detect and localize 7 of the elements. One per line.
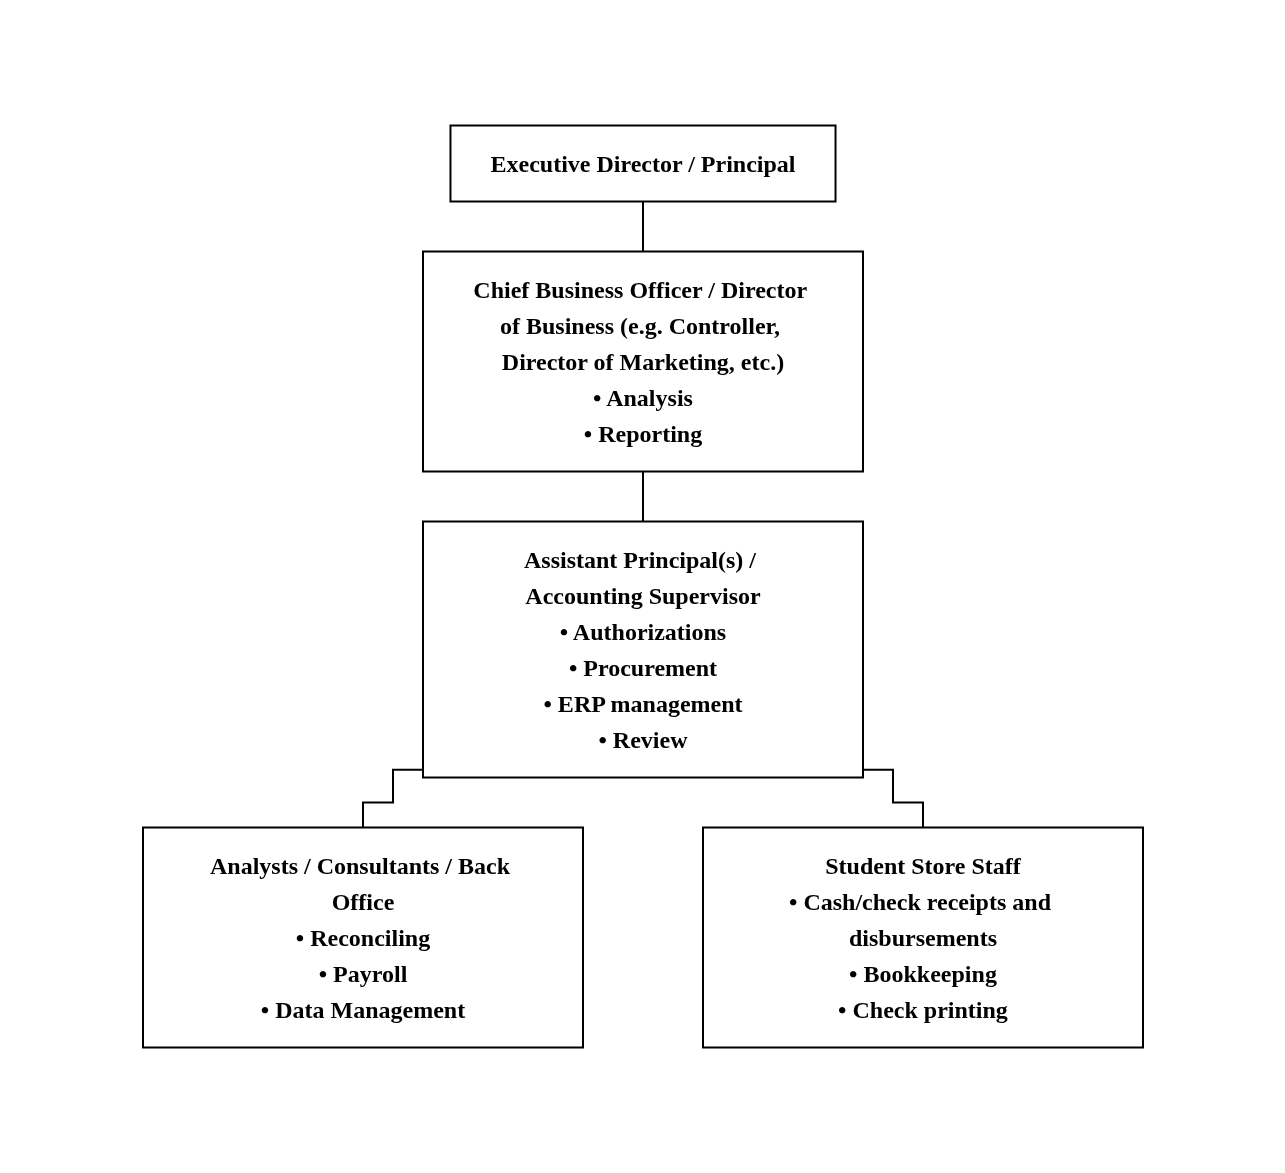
node-box: Chief Business Officer / Director of Business (e.g. Controller, Director of Marketing, etc.) • Analysis • Reporting [421,250,864,473]
node-box: Executive Director / Principal [449,124,836,203]
node-box: Student Store Staff • Cash/check receipts and disbursements • Bookkeeping • Check printing [701,826,1144,1049]
connector [641,470,644,523]
connector [641,200,644,253]
node-box: Analysts / Consultants / Back Office • Reconciling • Payroll • Data Management [141,826,584,1049]
node-box: Assistant Principal(s) / Accounting Supervisor • Authorizations • Procurement • ERP management • Review [421,520,864,779]
